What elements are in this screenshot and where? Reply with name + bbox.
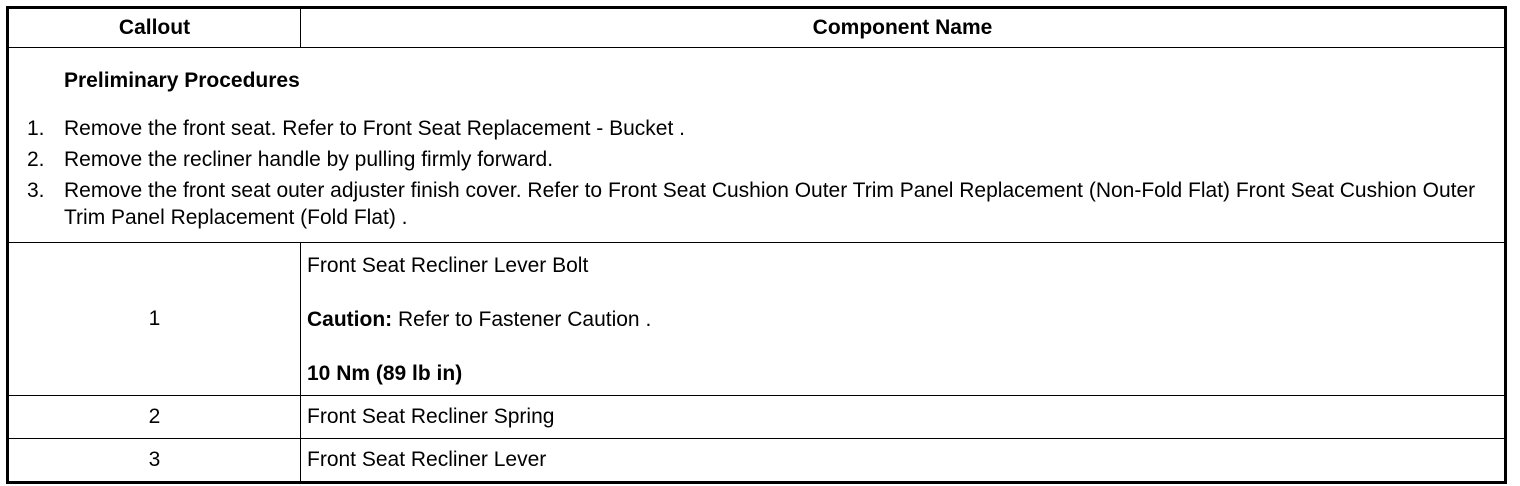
header-component-name: Component Name [300, 7, 1506, 48]
preliminary-title: Preliminary Procedures [64, 68, 300, 92]
table-row: 2 Front Seat Recliner Spring [7, 395, 1506, 439]
table-row: 1 Front Seat Recliner Lever Bolt Caution… [7, 242, 1506, 396]
list-item: 2. Remove the recliner handle by pulling… [9, 146, 1504, 173]
preliminary-row: Preliminary Procedures 1. Remove the fro… [7, 47, 1506, 243]
caution-line: Caution: Refer to Fastener Caution . [307, 306, 1504, 333]
caution-label: Caution [307, 308, 386, 331]
table-header-row: Callout Component Name [7, 7, 1506, 48]
preliminary-cell: Preliminary Procedures 1. Remove the fro… [7, 47, 1506, 243]
callout-cell: 3 [7, 438, 301, 483]
list-item: 3. Remove the front seat outer adjuster … [9, 177, 1504, 231]
step-text: Remove the front seat outer adjuster fin… [64, 178, 1476, 229]
caution-text: Refer to Fastener Caution . [392, 308, 652, 331]
caution-separator: : [385, 308, 393, 331]
header-callout: Callout [7, 7, 301, 48]
preliminary-steps: 1. Remove the front seat. Refer to Front… [9, 115, 1504, 231]
component-name-cell: Front Seat Recliner Spring [300, 395, 1506, 439]
list-item: 1. Remove the front seat. Refer to Front… [9, 115, 1504, 142]
callout-cell: 1 [7, 242, 301, 396]
component-name-cell: Front Seat Recliner Lever [300, 438, 1506, 483]
step-number: 3. [27, 178, 45, 202]
component-table: Callout Component Name Preliminary Proce… [6, 6, 1507, 484]
step-number: 1. [27, 116, 45, 140]
step-text: Remove the recliner handle by pulling fi… [64, 147, 554, 171]
component-name: Front Seat Recliner Lever Bolt [307, 254, 589, 277]
component-name-cell: Front Seat Recliner Lever Bolt Caution: … [300, 242, 1506, 396]
torque-spec: 10 Nm (89 lb in) [307, 362, 463, 385]
callout-cell: 2 [7, 395, 301, 439]
step-number: 2. [27, 147, 45, 171]
step-text: Remove the front seat. Refer to Front Se… [64, 116, 685, 140]
table-row: 3 Front Seat Recliner Lever [7, 438, 1506, 483]
